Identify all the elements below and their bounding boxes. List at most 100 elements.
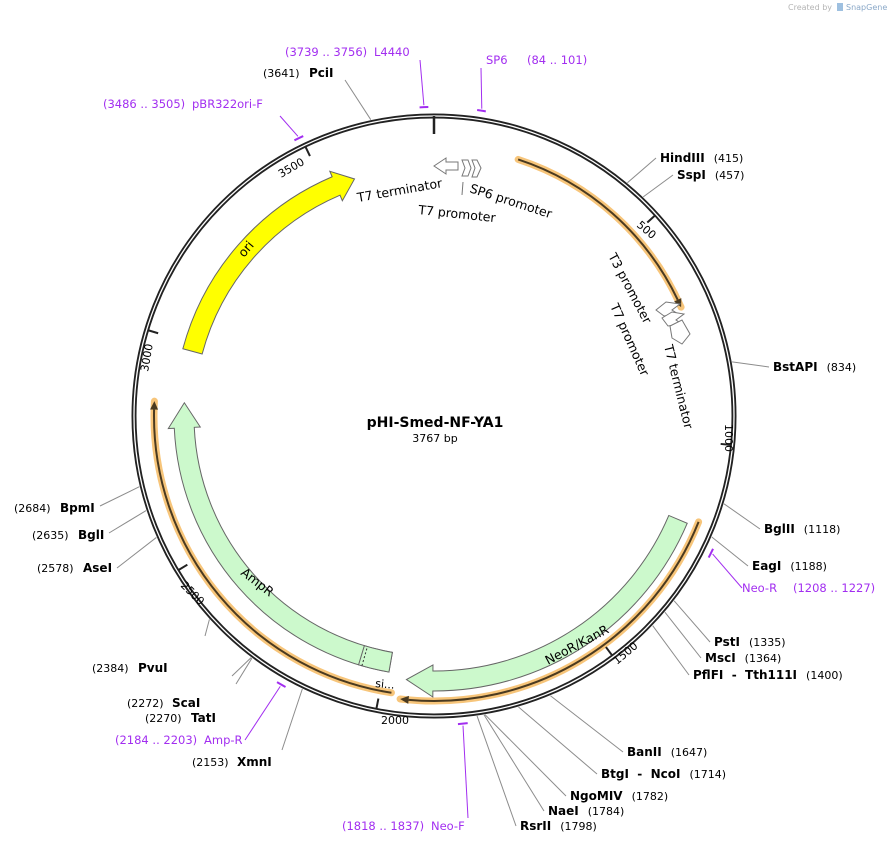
primer-sp6[interactable]: SP6(84 .. 101): [486, 53, 587, 67]
enzyme-site-pflfi-tth111i[interactable]: PflFI - Tth111I(1400): [693, 668, 843, 682]
primer-leader-line: [279, 115, 299, 137]
svg-text:NgoMIV(1782): NgoMIV(1782): [570, 789, 668, 803]
enzyme-site-line: [550, 695, 624, 753]
plasmid-name: pHI-Smed-NF-YA1: [367, 415, 504, 431]
enzyme-site-line: [116, 537, 157, 569]
enzyme-site-psti[interactable]: PstI(1335): [714, 635, 786, 649]
enzyme-site-scai[interactable]: (2272)ScaI: [127, 696, 200, 710]
svg-text:(2578)AseI: (2578)AseI: [37, 561, 112, 575]
tick-label-3000: 3000: [138, 343, 156, 373]
feature-label-t7-promoter-top[interactable]: T7 promoter: [417, 202, 498, 225]
enzyme-site-line: [108, 510, 147, 534]
feature-arrow-neor-kanr: [405, 514, 688, 698]
svg-text:(2184 .. 2203)Amp-R: (2184 .. 2203)Amp-R: [115, 733, 243, 747]
enzyme-site-pcii[interactable]: (3641)PciI: [263, 66, 334, 80]
primer-leader-line: [480, 67, 483, 109]
enzyme-site-rsrii[interactable]: RsrII(1798): [520, 819, 597, 833]
primer-mark: [276, 681, 287, 688]
enzyme-site-msci[interactable]: MscI(1364): [705, 651, 781, 665]
svg-text:EagI(1188): EagI(1188): [752, 559, 827, 573]
enzyme-site-ngomiv[interactable]: NgoMIV(1782): [570, 789, 668, 803]
svg-text:(3641)PciI: (3641)PciI: [263, 66, 334, 80]
feature-label-signal[interactable]: si...: [375, 677, 395, 692]
svg-text:(2270)TatI: (2270)TatI: [145, 711, 216, 725]
tick-3000: [148, 329, 159, 335]
primer-mark: [457, 722, 468, 726]
small-feature-arrows-top: [433, 157, 482, 178]
primer-mark: [293, 135, 304, 142]
feature-arrow-ori: [182, 170, 356, 355]
enzyme-site-asei[interactable]: (2578)AseI: [37, 561, 112, 575]
primer-leader-line: [244, 686, 281, 741]
enzyme-site-bstapi[interactable]: BstAPI(834): [773, 360, 856, 374]
tick-3500: [304, 146, 311, 157]
svg-text:MscI(1364): MscI(1364): [705, 651, 781, 665]
orf-line: [408, 521, 700, 702]
svg-text:(2384)PvuI: (2384)PvuI: [92, 661, 168, 675]
tick-2500: [178, 563, 188, 571]
svg-text:PflFI - Tth111I(1400): PflFI - Tth111I(1400): [693, 668, 843, 682]
svg-text:BanII(1647): BanII(1647): [627, 745, 707, 759]
enzyme-site-line: [281, 688, 303, 751]
tick-500: [646, 215, 656, 224]
svg-text:BstAPI(834): BstAPI(834): [773, 360, 856, 374]
tick-label-1500: 1500: [611, 639, 641, 667]
enzyme-site-eagi[interactable]: EagI(1188): [752, 559, 827, 573]
enzyme-site-line: [627, 157, 657, 184]
enzyme-site-line: [652, 625, 690, 676]
orf-arrowhead: [150, 401, 159, 410]
enzyme-site-btgi-ncoi[interactable]: BtgI - NcoI(1714): [601, 767, 726, 781]
tick-label-2000: 2000: [381, 714, 409, 727]
enzyme-site-bgli[interactable]: (2635)BglI: [32, 528, 104, 542]
small-feature-arrows-right: [655, 301, 691, 345]
enzyme-site-line: [711, 536, 749, 567]
orf-line: [517, 158, 679, 301]
enzyme-site-line: [344, 79, 372, 120]
svg-text:(2684)BpmI: (2684)BpmI: [14, 501, 95, 515]
enzyme-site-banii[interactable]: BanII(1647): [627, 745, 707, 759]
signal-divider: [361, 646, 368, 666]
enzyme-site-line: [642, 174, 674, 198]
enzyme-site-pvui[interactable]: (2384)PvuI: [92, 661, 168, 675]
enzyme-site-line: [204, 619, 210, 637]
orf-line: [153, 409, 392, 694]
primer-marks: [244, 59, 743, 819]
enzyme-site-bpmi[interactable]: (2684)BpmI: [14, 501, 95, 515]
feature-label-t7-terminator-right[interactable]: T7 terminator: [661, 342, 697, 431]
enzyme-site-xmni[interactable]: (2153)XmnI: [192, 755, 272, 769]
tick-1500: [605, 646, 613, 656]
enzyme-site-sspi[interactable]: SspI(457): [677, 168, 744, 182]
svg-text:PstI(1335): PstI(1335): [714, 635, 786, 649]
created-by-text: Created by: [788, 3, 832, 12]
tick-marks: [148, 146, 731, 709]
svg-text:SP6(84 .. 101): SP6(84 .. 101): [486, 53, 587, 67]
enzyme-site-line: [518, 706, 598, 775]
svg-text:SspI(457): SspI(457): [677, 168, 744, 182]
feature-label-t7-terminator-top[interactable]: T7 terminator: [355, 175, 444, 205]
svg-text:(2272)ScaI: (2272)ScaI: [127, 696, 200, 710]
enzyme-site-line: [673, 600, 711, 643]
enzyme-site-tati[interactable]: (2270)TatI: [145, 711, 216, 725]
orf-layer: [150, 155, 703, 705]
primer-neo-r[interactable]: Neo-R(1208 .. 1227): [742, 581, 875, 595]
primer-neo-f[interactable]: (1818 .. 1837)Neo-F: [342, 819, 465, 833]
primer-l4440[interactable]: (3739 .. 3756)L4440: [285, 45, 410, 59]
svg-text:(3486 .. 3505)pBR322ori-F: (3486 .. 3505)pBR322ori-F: [103, 97, 263, 111]
svg-text:(3739 .. 3756)L4440: (3739 .. 3756)L4440: [285, 45, 410, 59]
feature-signal-sequence: [357, 645, 393, 673]
primer-pbr322ori-f[interactable]: (3486 .. 3505)pBR322ori-F: [103, 97, 263, 111]
primer-amp-r[interactable]: (2184 .. 2203)Amp-R: [115, 733, 243, 747]
enzyme-site-bglii[interactable]: BglII(1118): [764, 522, 840, 536]
primer-leader-line: [462, 725, 469, 819]
enzyme-site-naei[interactable]: NaeI(1784): [548, 804, 624, 818]
plasmid-length: 3767 bp: [412, 432, 457, 445]
tick-2000: [375, 698, 380, 709]
enzyme-site-hindiii[interactable]: HindIII(415): [660, 151, 743, 165]
enzyme-site-line: [483, 714, 545, 812]
primer-mark: [477, 109, 486, 113]
svg-text:BglII(1118): BglII(1118): [764, 522, 840, 536]
svg-text:Neo-R(1208 .. 1227): Neo-R(1208 .. 1227): [742, 581, 875, 595]
svg-text:(1818 .. 1837)Neo-F: (1818 .. 1837)Neo-F: [342, 819, 465, 833]
enzyme-site-line: [231, 657, 252, 677]
primer-mark: [707, 548, 714, 558]
